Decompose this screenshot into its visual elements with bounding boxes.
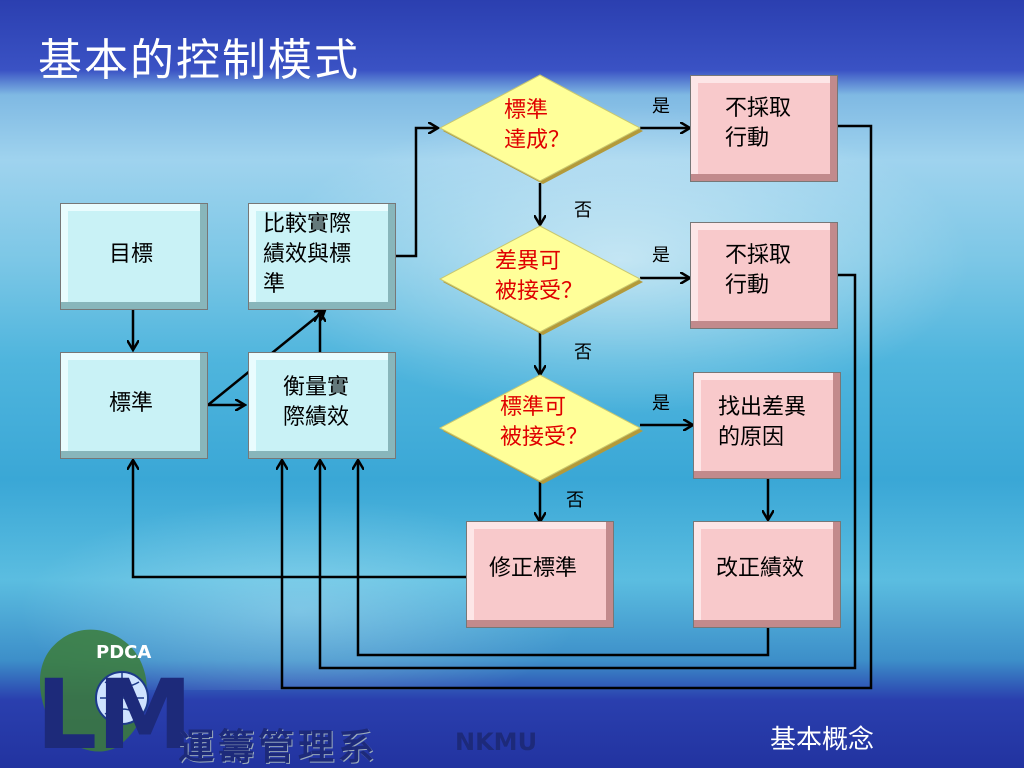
- box-fix-standard: 修正標準: [466, 521, 614, 628]
- decision-d1-text: 標準 達成？: [504, 96, 570, 156]
- box-measure: 衡量實 際績效: [248, 352, 396, 459]
- arrow-compare-d1: [396, 128, 438, 258]
- box-no-action-2-line-2: 行動: [725, 273, 770, 298]
- decision-d1-line-1: 標準: [504, 98, 549, 123]
- logo-badge: PDCA: [96, 642, 151, 663]
- decision-d1-line-2: 達成？: [504, 128, 571, 153]
- box-no-action-2: 不採取 行動: [690, 222, 838, 329]
- box-compare-line-3: 準: [263, 272, 286, 297]
- decision-diamonds: [438, 74, 643, 484]
- edge-label-yes-2: 是: [652, 245, 670, 266]
- box-no-action-1: 不採取 行動: [690, 75, 838, 182]
- box-find-cause-line-2: 的原因: [718, 425, 785, 450]
- edge-label-yes-1: 是: [652, 96, 670, 117]
- box-no-action-1-line-1: 不採取: [725, 96, 792, 121]
- logo-text: 運籌管理系: [178, 727, 379, 768]
- box-compare: 比較實際 績效與標 準: [248, 203, 396, 310]
- box-compare-line-2: 績效與標: [263, 242, 352, 267]
- decision-d3: [438, 374, 642, 482]
- box-find-cause: 找出差異 的原因: [693, 372, 841, 479]
- slide-title: 基本的控制模式: [38, 35, 360, 86]
- decision-d3-line-2: 被接受？: [500, 425, 589, 450]
- edge-label-no-2: 否: [574, 342, 592, 363]
- box-no-action-1-line-2: 行動: [725, 126, 770, 151]
- arrow-noaction1-measure: [282, 124, 873, 690]
- decision-d2-line-2: 被接受？: [495, 279, 584, 304]
- box-compare-line-1: 比較實際: [263, 212, 352, 237]
- arrow-fixstd-standard: [133, 460, 466, 579]
- box-standard-text: 標準: [109, 391, 154, 416]
- decision-d3-line-1: 標準可: [500, 395, 567, 420]
- box-find-cause-line-1: 找出差異: [718, 395, 807, 420]
- edge-label-no-1: 否: [574, 200, 592, 221]
- decision-d2: [438, 225, 642, 333]
- edge-label-yes-3: 是: [652, 393, 670, 414]
- box-no-action-2-line-1: 不採取: [725, 243, 792, 268]
- box-fix-performance-text: 改正績效: [716, 556, 805, 581]
- arrow-fixperf-measure: [358, 460, 770, 657]
- decision-d2-line-1: 差異可: [495, 249, 562, 274]
- box-goal-text: 目標: [109, 242, 154, 267]
- department-logo: LM PDCA: [36, 629, 193, 760]
- decision-d1: [438, 74, 642, 182]
- arrow-noaction2-measure: [320, 273, 857, 670]
- decision-d3-text: 標準可 被接受？: [500, 393, 588, 453]
- box-goal: 目標: [60, 203, 208, 310]
- footer-text: 基本概念: [769, 725, 874, 755]
- box-standard: 標準: [60, 352, 208, 459]
- logo-suffix: NKMU: [455, 728, 538, 756]
- logo-letters: LM: [36, 659, 193, 760]
- edge-label-no-3: 否: [566, 490, 584, 511]
- box-measure-line-2: 際績效: [283, 405, 350, 430]
- decision-d2-text: 差異可 被接受？: [495, 247, 583, 307]
- box-measure-line-1: 衡量實: [283, 375, 350, 400]
- box-fix-standard-text: 修正標準: [489, 556, 578, 581]
- box-fix-performance: 改正績效: [693, 521, 841, 628]
